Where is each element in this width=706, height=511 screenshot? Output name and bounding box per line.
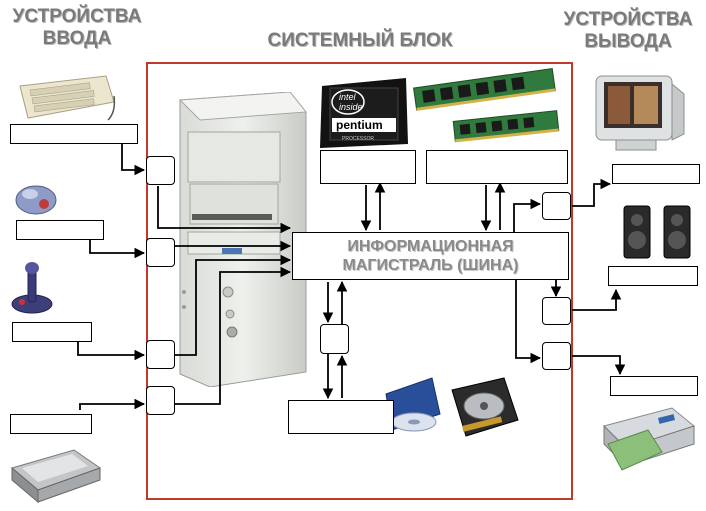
input-port-3[interactable] <box>146 340 175 369</box>
input-devices-title: УСТРОЙСТВА ВВОДА <box>2 6 152 50</box>
monitor-image <box>595 75 685 151</box>
mouse-image <box>15 185 57 215</box>
mouse-label-box[interactable] <box>16 220 104 240</box>
storage-port[interactable] <box>320 324 349 354</box>
printer-image <box>603 407 696 471</box>
speakers-label-box[interactable] <box>608 266 698 286</box>
input-port-2[interactable] <box>146 238 175 267</box>
processor-sub: PROCESSOR <box>342 136 374 142</box>
bus-label-line2: МАГИСТРАЛЬ (ШИНА) <box>342 257 519 274</box>
speakers-image <box>623 205 691 259</box>
processor-label-line1: intel <box>339 92 357 102</box>
input-port-1[interactable] <box>146 156 175 185</box>
output-port-3[interactable] <box>542 342 571 370</box>
output-devices-title: УСТРОЙСТВА ВЫВОДА <box>548 9 706 53</box>
storage-label-box[interactable] <box>288 400 394 434</box>
joystick-image <box>11 262 53 314</box>
scanner-label-box[interactable] <box>10 414 92 434</box>
monitor-label-box[interactable] <box>612 164 700 184</box>
processor-image: intel inside pentium PROCESSOR <box>320 78 408 148</box>
processor-brand: pentium <box>336 118 383 132</box>
input-devices-title-text: УСТРОЙСТВА ВВОДА <box>12 6 142 49</box>
joystick-label-box[interactable] <box>12 322 92 342</box>
keyboard-image <box>19 75 116 121</box>
output-port-2[interactable] <box>542 297 571 325</box>
processor-label-line2: inside <box>339 102 363 112</box>
keyboard-label-box[interactable] <box>10 124 138 144</box>
output-port-1[interactable] <box>542 192 571 220</box>
system-block-frame <box>146 62 573 500</box>
processor-label-box[interactable] <box>320 150 416 184</box>
system-block-title: СИСТЕМНЫЙ БЛОК <box>267 30 453 51</box>
output-devices-title-text: УСТРОЙСТВА ВЫВОДА <box>563 9 693 52</box>
bus-label-line1: ИНФОРМАЦИОННАЯ <box>347 238 514 255</box>
pc-tower-image <box>178 92 307 387</box>
ram-modules-image <box>413 68 560 143</box>
scanner-image <box>10 449 102 504</box>
printer-label-box[interactable] <box>610 376 698 396</box>
input-port-4[interactable] <box>146 386 175 415</box>
ram-label-box[interactable] <box>426 150 568 184</box>
information-bus: ИНФОРМАЦИОННАЯ МАГИСТРАЛЬ (ШИНА) <box>292 232 569 280</box>
